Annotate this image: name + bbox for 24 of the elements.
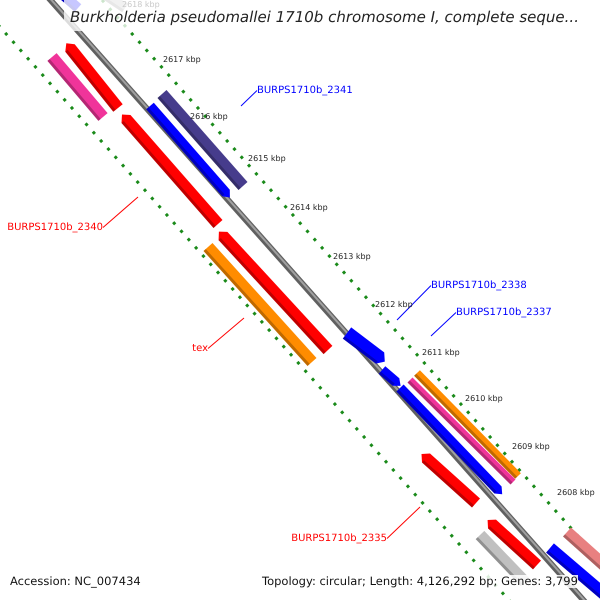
tick-label: 2613 kbp — [333, 252, 371, 261]
footer-text: Topology: circular; Length: 4,126,292 bp; Genes: 3,799 — [262, 575, 578, 588]
leader-line — [240, 90, 258, 106]
leader-line — [396, 285, 432, 320]
leader-line — [208, 318, 244, 349]
tick-label: 2609 kbp — [512, 442, 550, 451]
leader-line — [386, 506, 420, 539]
tick-label: 2617 kbp — [163, 55, 201, 64]
gene-label: BURPS1710b_2337 — [456, 307, 552, 318]
gene-label: tex — [192, 343, 208, 354]
gene-label: BURPS1710b_2338 — [431, 280, 527, 291]
leader-line — [430, 312, 456, 336]
tick-label: 2614 kbp — [290, 203, 328, 212]
tick-label: 2615 kbp — [248, 154, 286, 163]
gene-label: BURPS1710b_2341 — [257, 85, 353, 96]
leader-line — [102, 196, 138, 228]
gene-label: BURPS1710b_2335 — [291, 533, 387, 544]
tick-label: 2608 kbp — [557, 488, 595, 497]
tick-label: 2612 kbp — [375, 300, 413, 309]
title: Burkholderia pseudomallei 1710b chromosome I, complete seque... — [70, 10, 579, 25]
footer-text: Accession: NC_007434 — [10, 575, 141, 588]
tick-label: 2610 kbp — [465, 394, 503, 403]
tick-label: 2611 kbp — [422, 348, 460, 357]
gene-label: BURPS1710b_2340 — [7, 222, 103, 233]
